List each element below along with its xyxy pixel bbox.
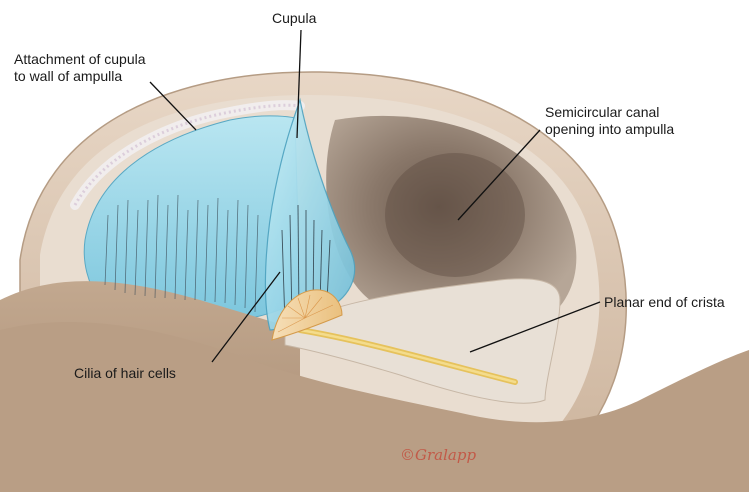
label-semicircular: Semicircular canal opening into ampulla: [545, 104, 674, 138]
label-cilia: Cilia of hair cells: [74, 365, 176, 382]
label-attachment-line-2: to wall of ampulla: [14, 68, 146, 85]
label-attachment-line-1: Attachment of cupula: [14, 51, 146, 68]
label-semicircular-line-2: opening into ampulla: [545, 121, 674, 138]
label-planar: Planar end of crista: [604, 294, 725, 311]
artist-signature: ©Gralapp: [400, 446, 476, 464]
label-semicircular-line-1: Semicircular canal: [545, 104, 674, 121]
label-attachment: Attachment of cupula to wall of ampulla: [14, 51, 146, 85]
label-cupula: Cupula: [272, 10, 316, 27]
